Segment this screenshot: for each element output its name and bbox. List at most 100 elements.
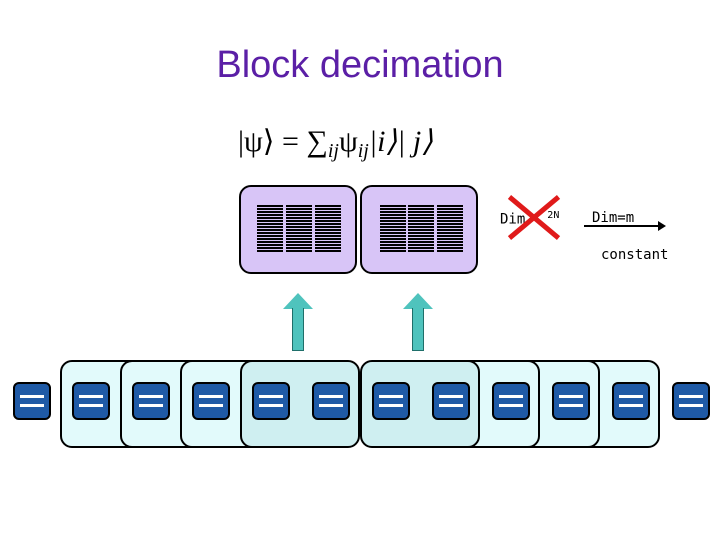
state-bar-line (315, 211, 341, 213)
state-bar-line (380, 247, 406, 249)
state-bars-6 (437, 205, 463, 255)
state-formula: |ψ⟩ = ∑ijψij|i⟩| j⟩ (238, 124, 433, 163)
state-bar-line (315, 232, 341, 234)
state-bar-line (437, 211, 463, 213)
state-bar-line (408, 220, 434, 222)
state-bar-line (408, 241, 434, 243)
state-bar-line (437, 247, 463, 249)
state-bar-line (380, 226, 406, 228)
state-bar-line (437, 208, 463, 210)
constant-label: constant (601, 247, 669, 263)
state-bar-line (380, 214, 406, 216)
state-bar-line (286, 238, 312, 240)
site-icon-5 (252, 382, 290, 420)
state-bar-line (286, 232, 312, 234)
state-bar-line (437, 232, 463, 234)
state-bar-line (257, 247, 283, 249)
site-icon-6 (312, 382, 350, 420)
state-bar-line (380, 205, 406, 207)
state-bar-line (257, 205, 283, 207)
state-bar-line (437, 223, 463, 225)
state-bar-line (257, 238, 283, 240)
state-bar-line (380, 235, 406, 237)
state-bar-line (315, 217, 341, 219)
state-bars-3 (315, 205, 341, 255)
state-bars-4 (380, 205, 406, 255)
state-bar-line (380, 250, 406, 252)
state-bar-line (380, 217, 406, 219)
state-bar-line (315, 244, 341, 246)
state-bar-line (408, 235, 434, 237)
state-bar-line (408, 232, 434, 234)
red-x-icon (506, 194, 560, 240)
state-bar-line (315, 247, 341, 249)
site-icon-7 (372, 382, 410, 420)
state-bar-line (315, 208, 341, 210)
state-bar-line (437, 214, 463, 216)
state-bar-line (437, 226, 463, 228)
dim-after-label: Dim=m (592, 210, 635, 226)
psi-subscript: ij (357, 140, 369, 162)
state-bars-1 (257, 205, 283, 255)
state-bar-line (437, 238, 463, 240)
state-bar-line (286, 217, 312, 219)
state-bar-line (257, 250, 283, 252)
state-bar-line (286, 208, 312, 210)
state-bar-line (257, 214, 283, 216)
state-bar-line (315, 229, 341, 231)
state-bar-line (315, 241, 341, 243)
state-bar-line (408, 250, 434, 252)
arrow-right-icon (584, 221, 666, 231)
ket-i: |i⟩ (368, 125, 398, 158)
state-bar-line (286, 220, 312, 222)
state-bar-line (408, 208, 434, 210)
state-bar-line (380, 211, 406, 213)
arrow-up-icon (283, 293, 313, 351)
site-icon-10 (552, 382, 590, 420)
state-bar-line (315, 226, 341, 228)
state-bar-line (437, 241, 463, 243)
state-bar-line (408, 238, 434, 240)
site-icon-12 (672, 382, 710, 420)
state-bar-line (315, 214, 341, 216)
arrow-up-icon (403, 293, 433, 351)
state-bar-line (257, 232, 283, 234)
state-bar-line (380, 229, 406, 231)
state-bar-line (380, 244, 406, 246)
state-bar-line (257, 217, 283, 219)
state-bar-line (315, 223, 341, 225)
sum-symbol: ∑ (306, 125, 328, 158)
site-icon-4 (192, 382, 230, 420)
state-bar-line (315, 205, 341, 207)
state-bar-line (380, 238, 406, 240)
state-bar-line (286, 205, 312, 207)
state-bar-line (257, 211, 283, 213)
state-bar-line (408, 214, 434, 216)
state-bar-line (408, 211, 434, 213)
state-bar-line (437, 205, 463, 207)
state-bar-line (286, 250, 312, 252)
site-icon-3 (132, 382, 170, 420)
state-bar-line (437, 229, 463, 231)
formula-lhs: |ψ⟩ = (238, 125, 299, 158)
state-bar-line (286, 241, 312, 243)
state-bar-line (257, 229, 283, 231)
state-bar-line (257, 226, 283, 228)
state-bar-line (257, 208, 283, 210)
state-bar-line (286, 247, 312, 249)
state-bar-line (437, 217, 463, 219)
state-bar-line (286, 244, 312, 246)
ket-j: | j⟩ (397, 125, 433, 158)
state-bar-line (315, 238, 341, 240)
state-bar-line (286, 211, 312, 213)
state-bar-line (408, 217, 434, 219)
state-bar-line (257, 235, 283, 237)
state-bar-line (408, 223, 434, 225)
state-bar-line (437, 250, 463, 252)
state-bar-line (408, 244, 434, 246)
state-bar-line (380, 220, 406, 222)
site-icon-2 (72, 382, 110, 420)
page-title: Block decimation (216, 44, 504, 86)
state-bars-2 (286, 205, 312, 255)
sum-subscript: ij (327, 140, 339, 162)
